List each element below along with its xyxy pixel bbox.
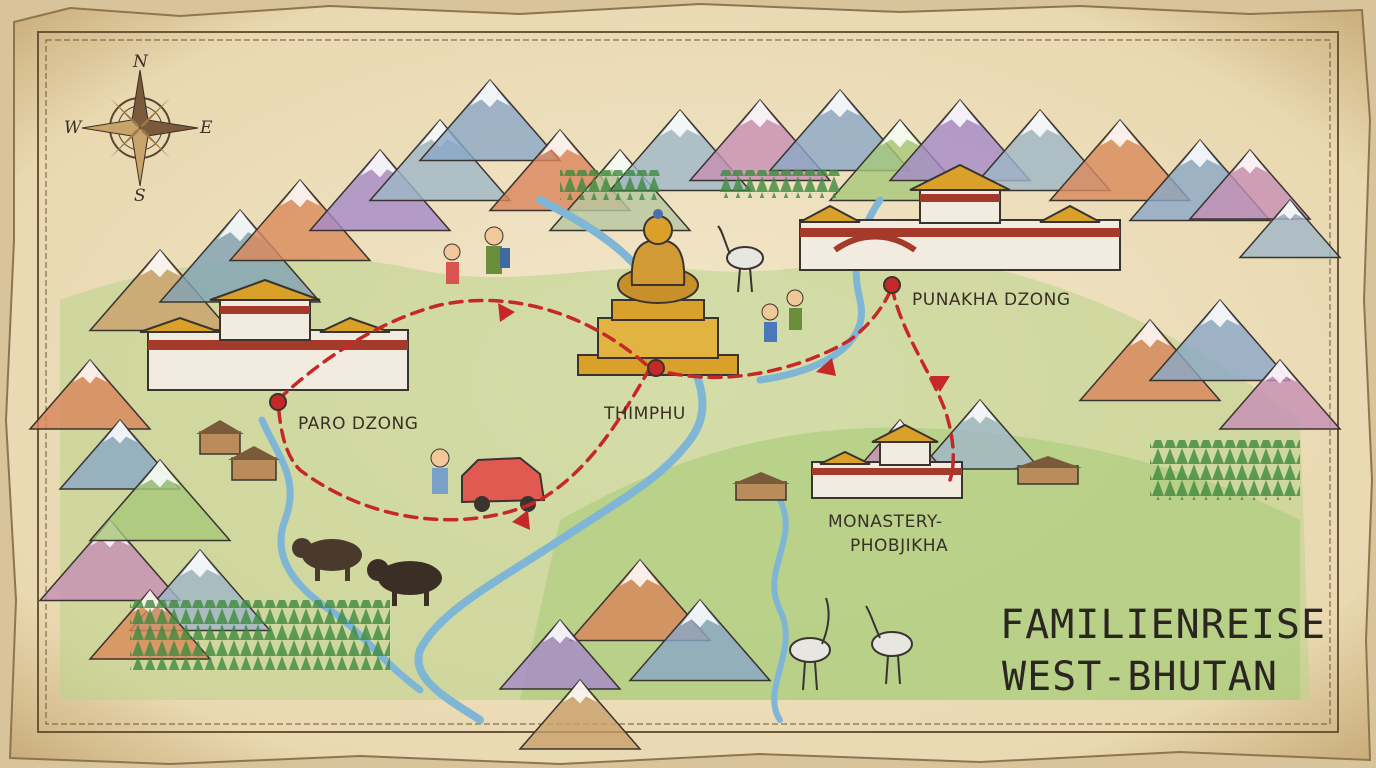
car-and-hiker (430, 448, 546, 512)
mountain-snowcap (1180, 140, 1220, 168)
pin-thimphu (647, 359, 665, 377)
mountain-peak (28, 358, 152, 430)
mountain-peak (1218, 358, 1342, 430)
compass-west-label: W (64, 118, 82, 138)
mountain-snowcap (280, 180, 320, 208)
crane-south-left (789, 597, 831, 691)
forest-punakha (720, 170, 840, 198)
mountain-snowcap (620, 560, 660, 588)
river-phobjikha (771, 497, 789, 723)
mountain-snowcap (360, 150, 400, 178)
route-arrows (498, 303, 950, 530)
compass-east-label: E (200, 118, 213, 138)
mountain-snowcap (180, 550, 220, 578)
mountain-snowcap (740, 100, 780, 128)
hiking-family (443, 226, 510, 284)
mountain-peak (418, 78, 562, 162)
crane-north (717, 225, 764, 293)
forest-north (560, 170, 660, 200)
mountain-snowcap (140, 250, 180, 278)
mountain-snowcap (1130, 320, 1170, 348)
arrow-icon (816, 358, 836, 376)
mountain-snowcap (963, 400, 997, 424)
yak-left (292, 538, 362, 581)
route-punakha-phobjikha (890, 285, 956, 482)
yak-right (367, 559, 442, 606)
crane-south-right (865, 605, 913, 685)
mountain-snowcap (1276, 200, 1304, 220)
pin-paro (269, 393, 287, 411)
label-monastery-phobjikha-line1: MONASTERY- (828, 512, 943, 532)
mountain-snowcap (660, 110, 700, 138)
mountain-peak (88, 458, 232, 542)
label-punakha-dzong: PUNAKHA DZONG (912, 290, 1071, 310)
mountain-peak (1238, 198, 1342, 259)
phobjikha-monastery-building (811, 423, 963, 499)
mountain-snowcap (1200, 300, 1240, 328)
mountain-peak (1148, 298, 1292, 382)
compass-south-label: S (134, 186, 146, 206)
label-paro-dzong: PARO DZONG (298, 414, 419, 434)
mountain-peak (38, 518, 182, 602)
arrow-icon (930, 376, 950, 392)
punakha-dzong-building (799, 163, 1121, 271)
route-paro-thimphu-north (276, 298, 652, 402)
route-thimphu-punakha (648, 285, 894, 379)
mountain-snowcap (1100, 120, 1140, 148)
label-monastery-phobjikha-line2: PHOBJIKHA (850, 536, 949, 556)
forest-east (1150, 440, 1300, 500)
paro-dzong-building (139, 278, 409, 391)
mountain-peak (568, 558, 712, 642)
children-walking (761, 289, 804, 342)
arrow-icon (498, 303, 515, 322)
village-houses-paro (196, 420, 280, 481)
buddha-statue (577, 209, 739, 376)
mountain-peak (1188, 148, 1312, 220)
mountain-peak (498, 618, 622, 690)
arrow-icon (512, 510, 530, 530)
mountain-peak (1048, 118, 1192, 202)
map-border-inner (45, 39, 1331, 725)
map-title-line1: FAMILIENREISE (1000, 602, 1327, 648)
mountain-snowcap (680, 600, 720, 628)
compass-north-label: N (133, 52, 148, 72)
mountain-peak (968, 108, 1112, 192)
mountain-snowcap (1233, 150, 1267, 174)
village-houses-phobjikha (732, 456, 1082, 501)
mountain-snowcap (103, 420, 137, 444)
map-title-line2: WEST-BHUTAN (1002, 654, 1278, 700)
mountain-snowcap (880, 120, 920, 148)
mountain-snowcap (1020, 110, 1060, 138)
pin-punakha (883, 276, 901, 294)
travel-route (276, 285, 956, 522)
compass-rose-icon (81, 69, 199, 187)
mountain-snowcap (563, 680, 597, 704)
mountain-snowcap (940, 100, 980, 128)
route-thimphu-paro-south (276, 366, 652, 522)
label-thimphu: THIMPHU (604, 404, 686, 424)
mountain-snowcap (470, 80, 510, 108)
mountain-snowcap (540, 130, 580, 158)
mountain-snowcap (140, 460, 180, 488)
mountain-peak (628, 598, 772, 682)
mountain-snowcap (820, 90, 860, 118)
mountain-snowcap (217, 210, 263, 242)
mountain-snowcap (543, 620, 577, 644)
forest-southwest (130, 600, 390, 670)
map-border (37, 31, 1339, 733)
mountain-snowcap (73, 360, 107, 384)
mountain-peak (518, 678, 642, 750)
mountain-snowcap (1263, 360, 1297, 384)
